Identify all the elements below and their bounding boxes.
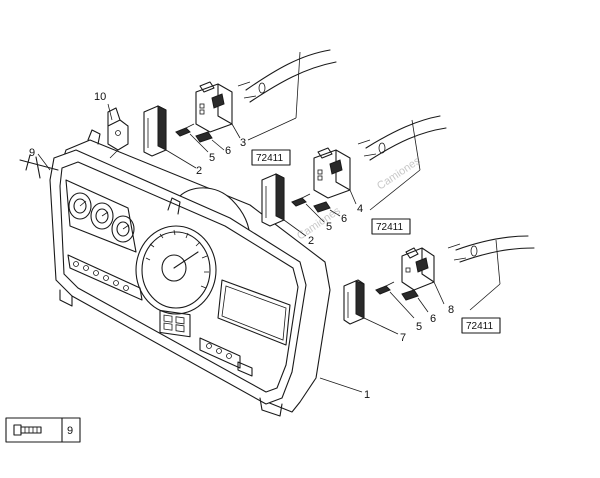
callout-labels: 10 9 2 5 6 3 4 6 5 2 8 6 5 7 1: [29, 91, 454, 401]
callout-6-mid: 6: [341, 213, 347, 225]
callout-6-top: 6: [225, 145, 231, 157]
reference-label-middle: 72411: [376, 222, 404, 233]
callout-4: 4: [357, 203, 363, 215]
callout-3: 3: [240, 137, 246, 149]
reference-box-top: 72411: [251, 149, 291, 166]
connector-group-bottom: [343, 235, 535, 335]
callout-8: 8: [448, 304, 454, 316]
reference-label-top: 72411: [256, 153, 284, 164]
parts-legend: 9: [5, 417, 81, 443]
leader-lines: [37, 103, 363, 393]
callout-10: 10: [94, 91, 106, 103]
callout-2-mid: 2: [308, 235, 314, 247]
bracket-part-10: [107, 107, 129, 159]
callout-5-mid: 5: [326, 221, 332, 233]
legend-number: 9: [67, 425, 73, 437]
reference-box-middle: 72411: [371, 218, 411, 235]
bolt-part-9: [19, 154, 59, 179]
bolt-icon: [13, 424, 42, 436]
connector-group-middle: [261, 115, 447, 237]
instrument-cluster: [49, 129, 331, 417]
reference-box-bottom: 72411: [461, 317, 501, 334]
callout-1: 1: [364, 389, 370, 401]
callout-7: 7: [400, 332, 406, 344]
callout-5-top: 5: [209, 152, 215, 164]
callout-2-top: 2: [196, 165, 202, 177]
callout-9: 9: [29, 147, 35, 159]
reference-label-bottom: 72411: [466, 321, 494, 332]
connector-group-top: [143, 49, 337, 169]
callout-6-bot: 6: [430, 313, 436, 325]
callout-5-bot: 5: [416, 321, 422, 333]
